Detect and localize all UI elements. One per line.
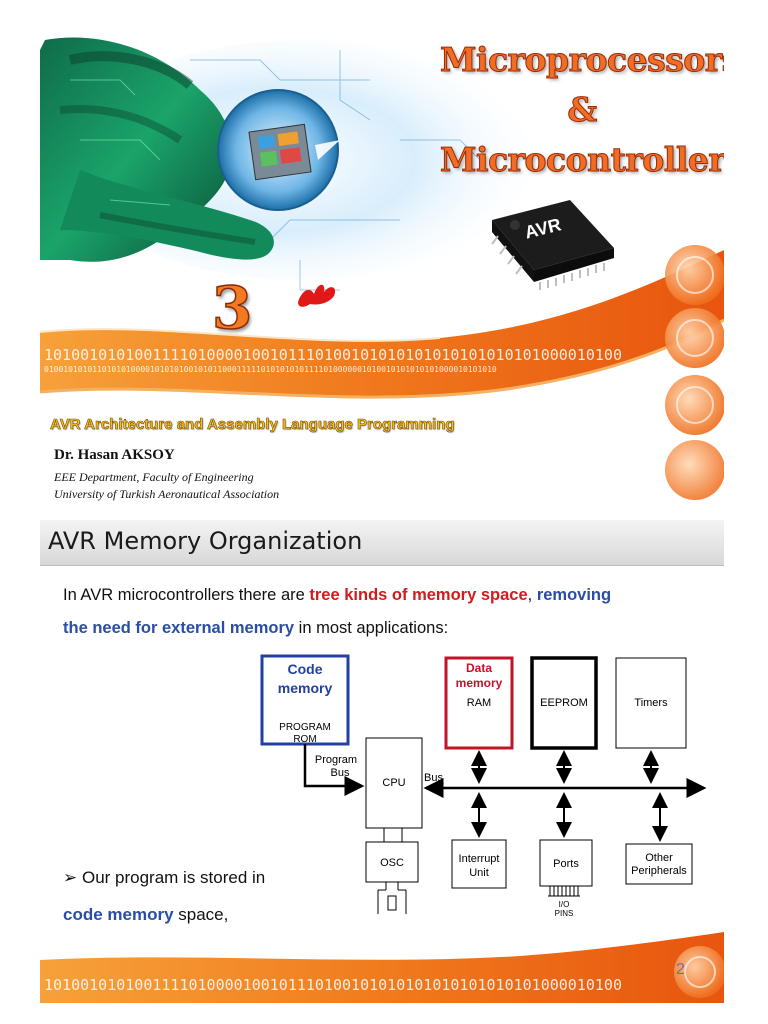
red-scribble: [298, 284, 336, 307]
osc-box: [365, 841, 419, 883]
program-rom-label: ROM: [293, 734, 316, 745]
page-number: 2: [676, 961, 685, 978]
interrupt-unit-label: Interrupt: [459, 853, 500, 865]
other-peripherals-label: Other: [645, 852, 673, 864]
binary-decoration-footer: 1010010101001111010000100101110100101010…: [44, 976, 622, 994]
code-memory-title: memory: [278, 680, 333, 696]
code-memory-title: Code: [288, 661, 323, 677]
program-bus-label: Program: [315, 754, 357, 766]
chip-in-lens: [248, 123, 340, 181]
slide-title-line-3: Microcontrollers: [440, 140, 725, 180]
osc-label: OSC: [380, 857, 404, 869]
slide-title: AVR Memory Organization: [48, 527, 363, 555]
data-memory-title: Data: [466, 661, 492, 675]
author-university: University of Turkish Aeronautical Assoc…: [54, 487, 280, 501]
robot-hand-illustration: [40, 37, 274, 262]
program-rom-label: PROGRAM: [279, 722, 331, 733]
avr-chip-illustration: AVR: [491, 200, 614, 290]
slide-title-line-2: &: [567, 90, 598, 130]
bus-label: Bus: [424, 772, 443, 784]
author-name: Dr. Hasan AKSOY: [54, 447, 175, 463]
highlight-red: tree kinds of memory space: [309, 586, 528, 604]
bullet-text: Our program is stored in: [77, 868, 266, 887]
footer-band: [40, 932, 724, 1003]
timers-box: [615, 657, 687, 749]
highlight-blue: removing: [536, 586, 612, 604]
other-peripherals-label: Peripherals: [631, 865, 687, 877]
intro-text: in most applications:: [294, 619, 449, 637]
other-peripherals-box: [625, 843, 693, 885]
intro-line-1: In AVR microcontrollers there are tree k…: [63, 586, 713, 605]
ports-box: [539, 839, 593, 887]
ports-label: Ports: [553, 858, 579, 870]
interrupt-unit-box: [451, 839, 507, 889]
title-slide: AVR Microprocessors & Microcontrollers 3…: [40, 20, 724, 507]
data-memory-title: memory: [456, 676, 503, 690]
author-department: EEE Department, Faculty of Engineering: [54, 470, 254, 484]
bullet-line-2: code memory space,: [63, 905, 228, 925]
io-pins-label: I/O: [559, 900, 570, 909]
slide-title-line-1: Microprocessors: [440, 40, 725, 80]
title-slide-artwork: AVR: [40, 37, 724, 507]
io-pins-label: PINS: [555, 909, 574, 918]
cpu-box: [365, 737, 423, 829]
eeprom-box: [530, 656, 598, 750]
slide-header: AVR Memory Organization: [40, 520, 724, 566]
intro-line-2: the need for external memory in most app…: [63, 619, 713, 638]
memory-block-diagram: Code memory PROGRAM ROM Data memory RAM …: [40, 654, 724, 1003]
cpu-label: CPU: [382, 777, 405, 789]
code-memory-box: [260, 654, 350, 746]
bullet-line-1: ➢ Our program is stored in: [63, 868, 265, 888]
bullet-text: space,: [173, 905, 229, 924]
ram-label: RAM: [467, 697, 491, 709]
interrupt-unit-label: Unit: [469, 867, 489, 879]
decorative-discs: [665, 245, 724, 500]
slide-subtitle: AVR Architecture and Assembly Language P…: [50, 416, 455, 434]
highlight-blue: code memory: [63, 905, 174, 924]
bullet-arrow-icon: ➢: [63, 868, 78, 887]
program-bus-label: Bus: [331, 767, 350, 779]
memory-organization-slide: AVR Memory Organization In AVR microcont…: [40, 520, 724, 1003]
highlight-blue: the need for external memory: [63, 619, 295, 637]
binary-decoration-2: 0100101010110101010000101010100101011000…: [44, 365, 497, 374]
binary-decoration-1: 1010010101001111010000100101110100101010…: [44, 346, 622, 364]
data-memory-box: [444, 656, 514, 750]
timers-label: Timers: [634, 697, 668, 709]
intro-text: ,: [527, 586, 537, 604]
intro-text: In AVR microcontrollers there are: [63, 586, 310, 604]
eeprom-label: EEPROM: [540, 697, 588, 709]
lecture-number: 3: [211, 273, 253, 343]
